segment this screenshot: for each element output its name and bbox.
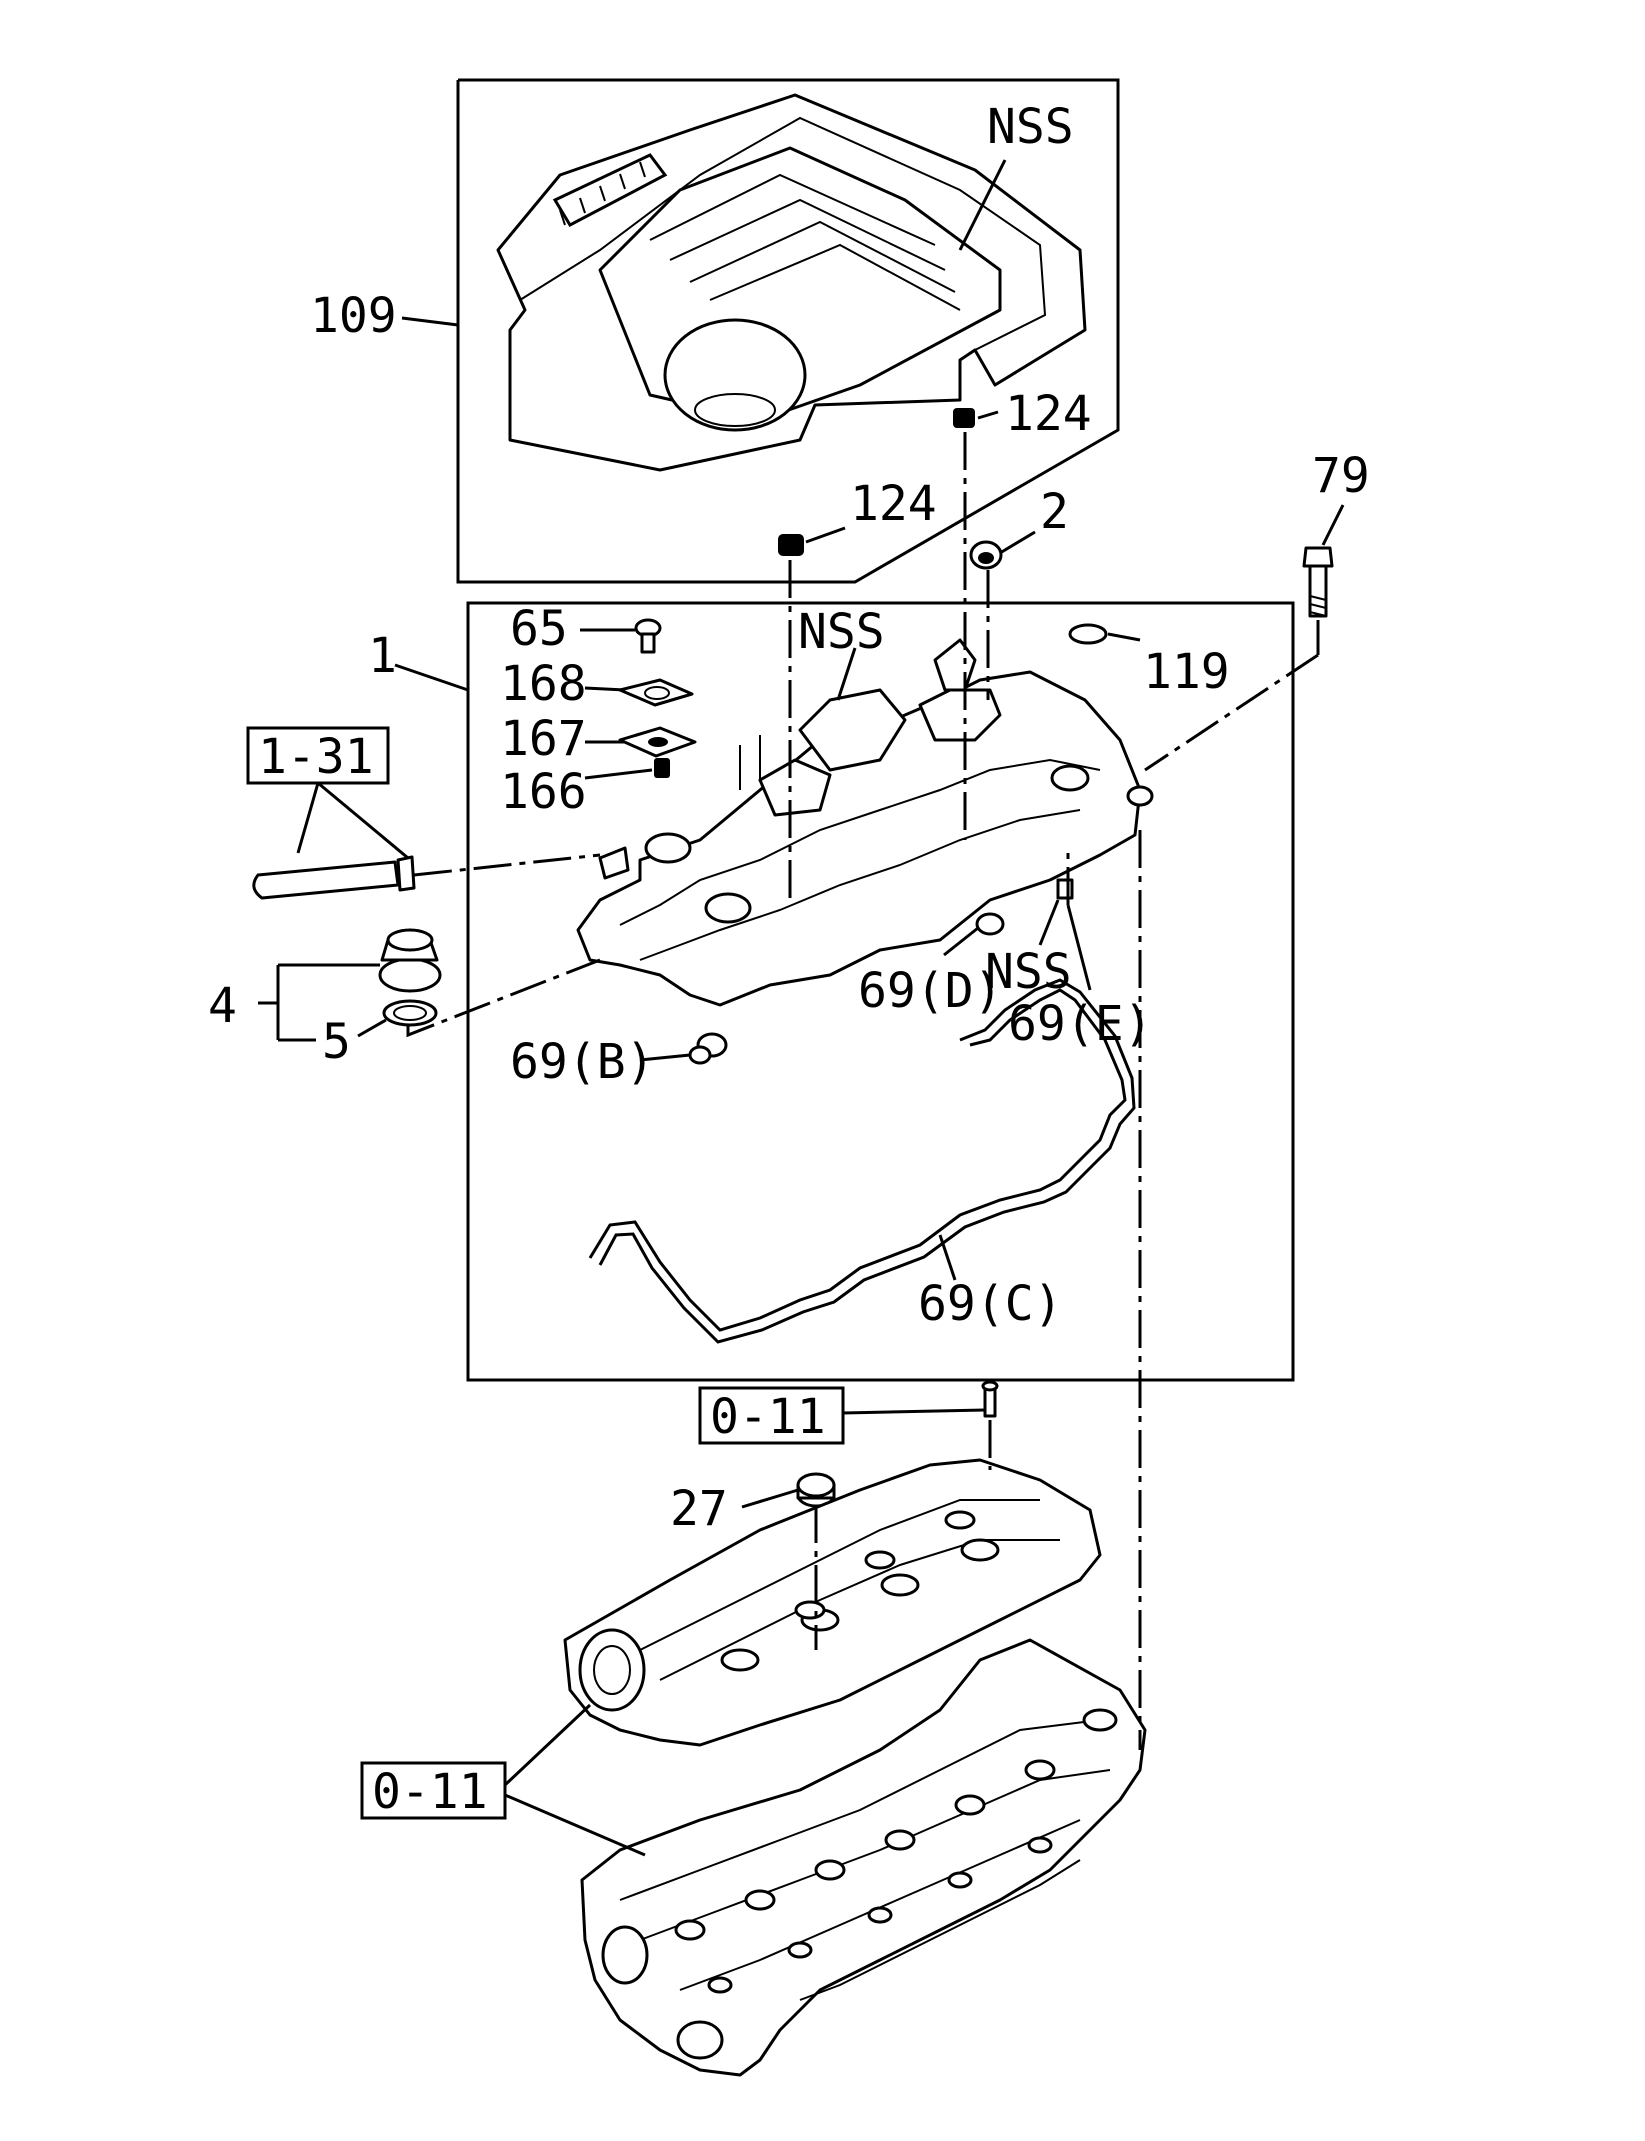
spring-166 [654,758,670,778]
label-119: 119 [1143,644,1230,700]
ref-box-1-31: 1-31 [246,726,390,785]
label-1: 1 [368,628,397,684]
seal-69b [688,1032,728,1065]
engine-cover-frame [456,78,1120,584]
cylinder-head [580,1638,1147,2077]
label-168: 168 [500,656,587,712]
gasket-69c [588,978,1136,1344]
grommet-124-lower [778,534,804,556]
ventilation-hose-1-31 [252,855,416,900]
bolt-0-11 [981,1380,999,1418]
label-nss-mid: NSS [798,604,885,660]
label-5: 5 [322,1014,351,1070]
ref-box-0-11-lower: 0-11 [360,1761,507,1820]
label-nss-top: NSS [987,99,1074,155]
oil-filler-cap-4 [378,928,442,993]
diaphragm-167 [618,726,697,758]
head-cover-frame [466,601,1295,1382]
label-79: 79 [1312,448,1370,504]
grommet-124-upper [953,408,975,428]
screw-65 [634,618,662,654]
leader-lines [258,159,1345,1857]
ref-label-0-11-lower: 0-11 [372,1764,488,1820]
label-124-upper: 124 [1005,386,1092,442]
ref-label-1-31: 1-31 [258,729,374,785]
label-27: 27 [670,1481,728,1537]
seal-69d [975,912,1005,936]
nut-2 [969,540,1003,570]
bolt-79 [1302,546,1334,618]
label-nss-low: NSS [985,944,1072,1000]
cylinder-head-cover-1 [576,638,1154,1007]
seal-69e [1056,878,1074,900]
alignment-lines [406,432,1320,1750]
camshaft-housing [563,1458,1102,1747]
engine-cover-109 [496,93,1087,472]
label-69e: 69(E) [1008,996,1153,1052]
label-69b: 69(B) [510,1034,655,1090]
label-167: 167 [500,711,587,767]
label-109: 109 [310,288,397,344]
label-65: 65 [510,601,568,657]
label-69c: 69(C) [918,1276,1063,1332]
ref-label-0-11-upper: 0-11 [710,1389,826,1445]
label-2: 2 [1040,484,1069,540]
label-166: 166 [500,764,587,820]
label-124-lower: 124 [850,476,937,532]
o-ring-119 [1068,623,1108,645]
label-69d: 69(D) [858,963,1003,1019]
plate-168 [618,678,694,707]
ref-box-0-11-upper: 0-11 [698,1386,845,1445]
label-4: 4 [208,978,237,1034]
o-ring-5 [382,999,438,1027]
